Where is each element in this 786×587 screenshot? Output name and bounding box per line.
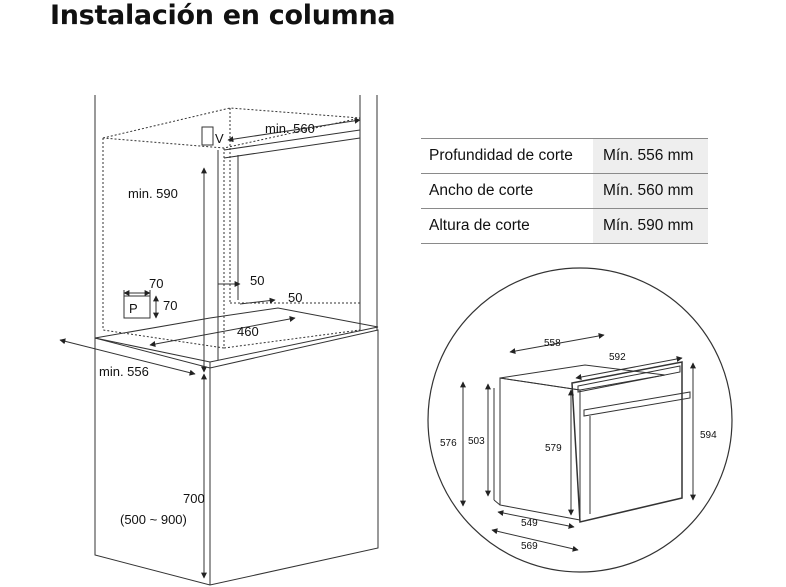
label-558: 558 [544, 338, 561, 349]
label-549: 549 [521, 518, 538, 529]
spec-value: Mín. 590 mm [593, 209, 708, 243]
label-floor-height: 700 [183, 491, 205, 506]
label-576: 576 [440, 438, 457, 449]
dim-549 [497, 510, 575, 529]
label-503: 503 [468, 436, 485, 447]
oven-detail-circle [427, 267, 733, 573]
spec-label: Altura de corte [429, 217, 530, 234]
power-box [201, 126, 214, 146]
dim-depth [59, 338, 196, 376]
dim-558 [509, 333, 605, 354]
label-592: 592 [609, 352, 626, 363]
label-gap-b: 50 [288, 290, 302, 305]
plug-box [123, 295, 151, 319]
dim-569 [491, 528, 579, 552]
spec-row-width: Ancho de corte Mín. 560 mm [421, 174, 708, 209]
label-min-depth: min. 556 [99, 364, 149, 379]
oven-top [499, 364, 666, 391]
label-plug: P [129, 301, 138, 316]
label-power: V [215, 131, 224, 146]
dim-width [227, 117, 361, 143]
oven-drawing [460, 333, 696, 552]
label-min-width: min. 560 [265, 121, 315, 136]
label-579: 579 [545, 443, 562, 454]
spec-table: Profundidad de corte Mín. 556 mm Ancho d… [421, 138, 708, 244]
spec-value: Mín. 556 mm [593, 139, 708, 173]
label-594: 594 [700, 430, 717, 441]
dim-592 [575, 356, 683, 380]
spec-value: Mín. 560 mm [593, 174, 708, 208]
oven-front [571, 361, 683, 523]
column-cabinet-drawing [59, 95, 379, 586]
spec-row-depth: Profundidad de corte Mín. 556 mm [421, 138, 708, 174]
dim-460 [149, 316, 296, 347]
label-vent-width: 70 [149, 276, 163, 291]
oven-handle [583, 391, 691, 417]
label-min-height: min. 590 [128, 186, 178, 201]
label-vent-height: 70 [163, 298, 177, 313]
label-569: 569 [521, 541, 538, 552]
label-floor-range: (500 ~ 900) [120, 512, 187, 527]
label-gap-a: 50 [250, 273, 264, 288]
spec-row-height: Altura de corte Mín. 590 mm [421, 209, 708, 244]
label-460: 460 [237, 324, 259, 339]
oven-side [499, 377, 581, 521]
spec-label: Ancho de corte [429, 182, 534, 199]
spec-label: Profundidad de corte [429, 147, 573, 164]
page-title: Instalación en columna [50, 0, 396, 31]
